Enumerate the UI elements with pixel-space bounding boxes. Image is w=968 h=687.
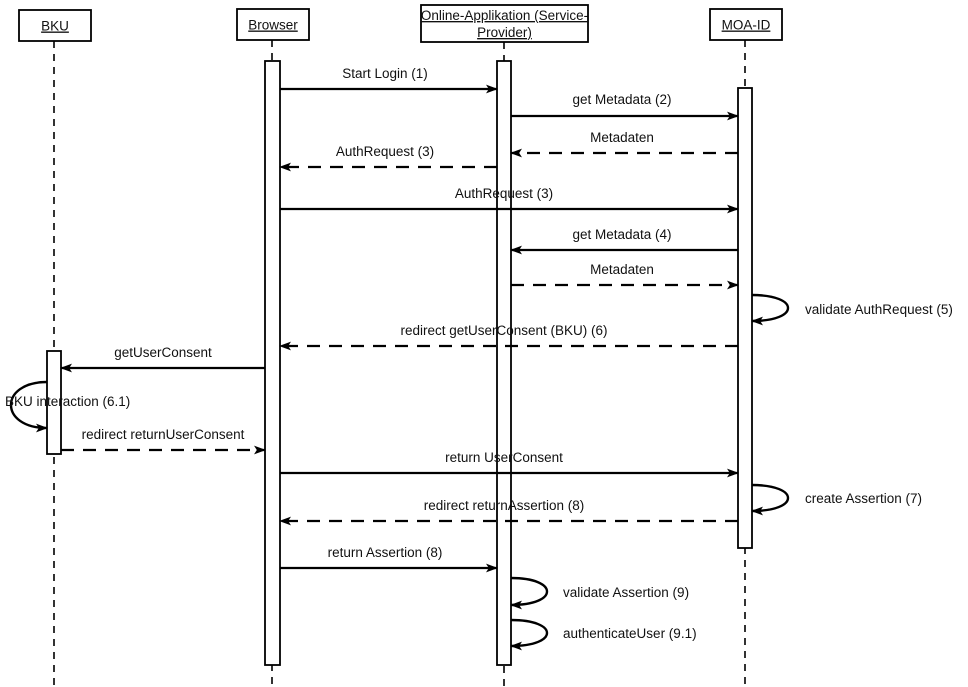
message-label: return Assertion (8)	[328, 545, 443, 560]
self-message-label: create Assertion (7)	[805, 491, 922, 506]
message-label: Metadaten	[590, 130, 654, 145]
activation-bar-moaid	[737, 87, 753, 549]
message-4: AuthRequest (3)	[279, 144, 497, 172]
message-12: redirect returnAssertion (8)	[279, 498, 738, 526]
message-label: get Metadata (4)	[572, 227, 671, 242]
message-label: redirect returnAssertion (8)	[424, 498, 585, 513]
self-message-label: authenticateUser (9.1)	[563, 626, 697, 641]
self-message-arrow	[9, 380, 48, 433]
self-message-arrow	[510, 618, 549, 651]
message-9: getUserConsent	[60, 345, 265, 373]
message-2: get Metadata (2)	[511, 92, 739, 121]
message-10: redirect returnUserConsent	[61, 427, 266, 455]
message-label: AuthRequest (3)	[336, 144, 434, 159]
message-label: redirect getUserConsent (BKU) (6)	[400, 323, 607, 338]
self-message-3: create Assertion (7)	[751, 483, 922, 516]
message-1: Start Login (1)	[280, 66, 498, 94]
self-messages-layer: validate AuthRequest (5) BKU interaction …	[5, 293, 953, 651]
message-7: Metadaten	[511, 262, 739, 290]
self-message-arrow	[510, 576, 549, 610]
message-label: getUserConsent	[114, 345, 212, 360]
lifeline-header-browser[interactable]: Browser	[236, 8, 310, 41]
message-label: return UserConsent	[445, 450, 563, 465]
message-label: redirect returnUserConsent	[82, 427, 245, 442]
message-5: AuthRequest (3)	[280, 186, 739, 214]
header-box	[236, 8, 310, 41]
message-6: get Metadata (4)	[510, 227, 738, 255]
message-label: get Metadata (2)	[572, 92, 671, 107]
self-message-arrow	[751, 293, 790, 326]
message-label: Metadaten	[590, 262, 654, 277]
self-message-1: validate AuthRequest (5)	[751, 293, 953, 326]
message-11: return UserConsent	[280, 450, 739, 478]
header-box	[709, 8, 783, 41]
header-box	[420, 4, 589, 43]
activations-layer	[46, 60, 753, 666]
lifeline-header-oa[interactable]: Online-Applikation (Service- Provider)	[420, 4, 589, 43]
message-3: Metadaten	[510, 130, 738, 158]
lifeline-headers-layer: BKU Browser Online-Applikation (Service- Pr…	[18, 4, 783, 43]
header-label: BKU	[41, 19, 69, 34]
activation-bar-oa	[496, 60, 512, 666]
lifeline-header-moaid[interactable]: MOA-ID	[709, 8, 783, 41]
self-message-arrow	[751, 483, 790, 516]
activation-bar-browser	[264, 60, 281, 666]
message-label: AuthRequest (3)	[455, 186, 553, 201]
header-label: Browser	[248, 18, 298, 33]
message-13: return Assertion (8)	[280, 545, 498, 573]
message-8: redirect getUserConsent (BKU) (6)	[279, 323, 738, 351]
messages-layer: Start Login (1) get Metadata (2) Metadaten…	[60, 66, 739, 573]
self-message-label: BKU interaction (6.1)	[5, 394, 130, 409]
self-message-2: BKU interaction (6.1)	[5, 380, 130, 433]
header-label: MOA-ID	[722, 18, 771, 33]
activation-bar-bku	[46, 350, 62, 455]
self-message-5: authenticateUser (9.1)	[510, 618, 697, 651]
header-label: Provider)	[477, 25, 532, 40]
self-message-label: validate Assertion (9)	[563, 585, 689, 600]
header-box	[18, 9, 92, 42]
self-message-label: validate AuthRequest (5)	[805, 302, 953, 317]
lifeline-header-bku[interactable]: BKU	[18, 9, 92, 42]
self-message-4: validate Assertion (9)	[510, 576, 689, 610]
message-label: Start Login (1)	[342, 66, 428, 81]
header-label: Online-Applikation (Service-	[421, 8, 588, 23]
